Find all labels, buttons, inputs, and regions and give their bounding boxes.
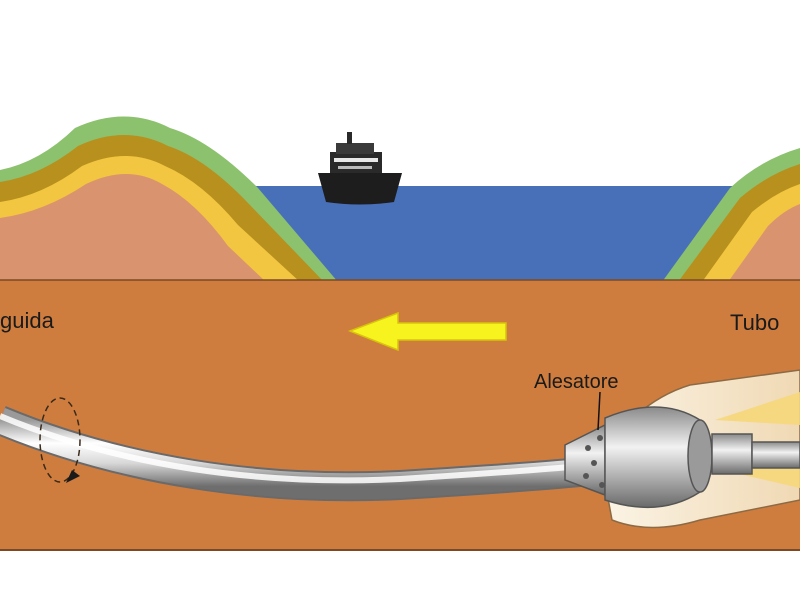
rotation-arrow-icon [39,397,81,483]
left-hill [0,116,338,282]
reamer [564,406,800,509]
reamer-leader-line [597,391,601,431]
arrow-left-icon [347,311,507,352]
right-hill [662,148,800,282]
label-guida: guida [0,308,55,333]
label-alesatore: Alesatore [534,371,619,393]
label-tubo: Tubo [730,310,779,335]
ship-icon [318,132,402,205]
